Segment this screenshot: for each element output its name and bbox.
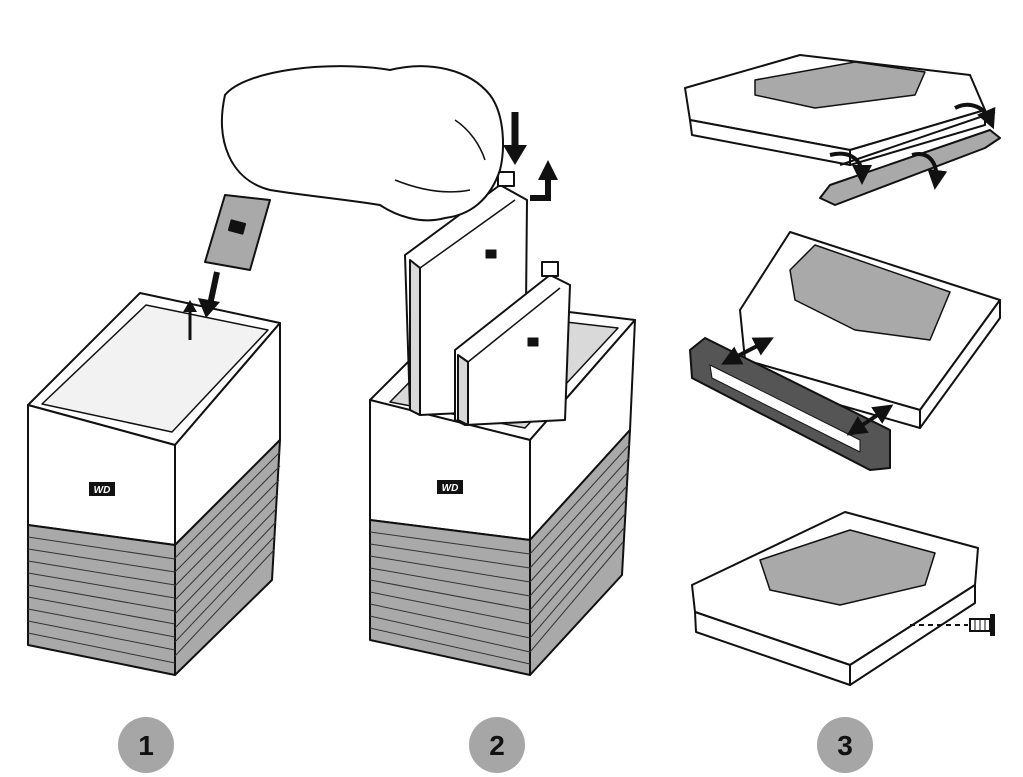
enclosure-1 <box>27 292 281 676</box>
svg-text:2: 2 <box>489 730 505 761</box>
svg-text:WD: WD <box>231 225 243 234</box>
down-arrow-1 <box>198 271 220 318</box>
step-3-panel <box>684 54 1001 686</box>
up-arrow-1 <box>183 300 197 340</box>
up-out-arrow-2 <box>530 160 558 201</box>
wd-logo-2: WD <box>437 480 463 494</box>
step-badge-3: 3 <box>817 717 873 773</box>
svg-text:3: 3 <box>837 730 853 761</box>
svg-text:WD: WD <box>442 483 459 494</box>
drive-screw <box>691 511 979 686</box>
drive-rail-removal <box>684 54 1001 206</box>
step-2-panel: WD <box>221 65 636 676</box>
drive-front <box>454 261 571 426</box>
drive-rail-align <box>689 231 1001 471</box>
down-arrow-2 <box>503 112 527 165</box>
svg-text:1: 1 <box>138 730 154 761</box>
curved-arrows-3a <box>829 102 996 190</box>
hand <box>221 65 504 222</box>
wd-logo-1: WD <box>89 482 115 496</box>
screw <box>910 614 995 636</box>
step-badge-1: 1 <box>118 717 174 773</box>
step-badge-2: 2 <box>469 717 525 773</box>
double-arrows-3b <box>721 337 894 436</box>
cover-card: WD <box>204 194 271 271</box>
step-1-panel: WD WD <box>27 194 281 676</box>
svg-text:WD: WD <box>94 485 111 496</box>
